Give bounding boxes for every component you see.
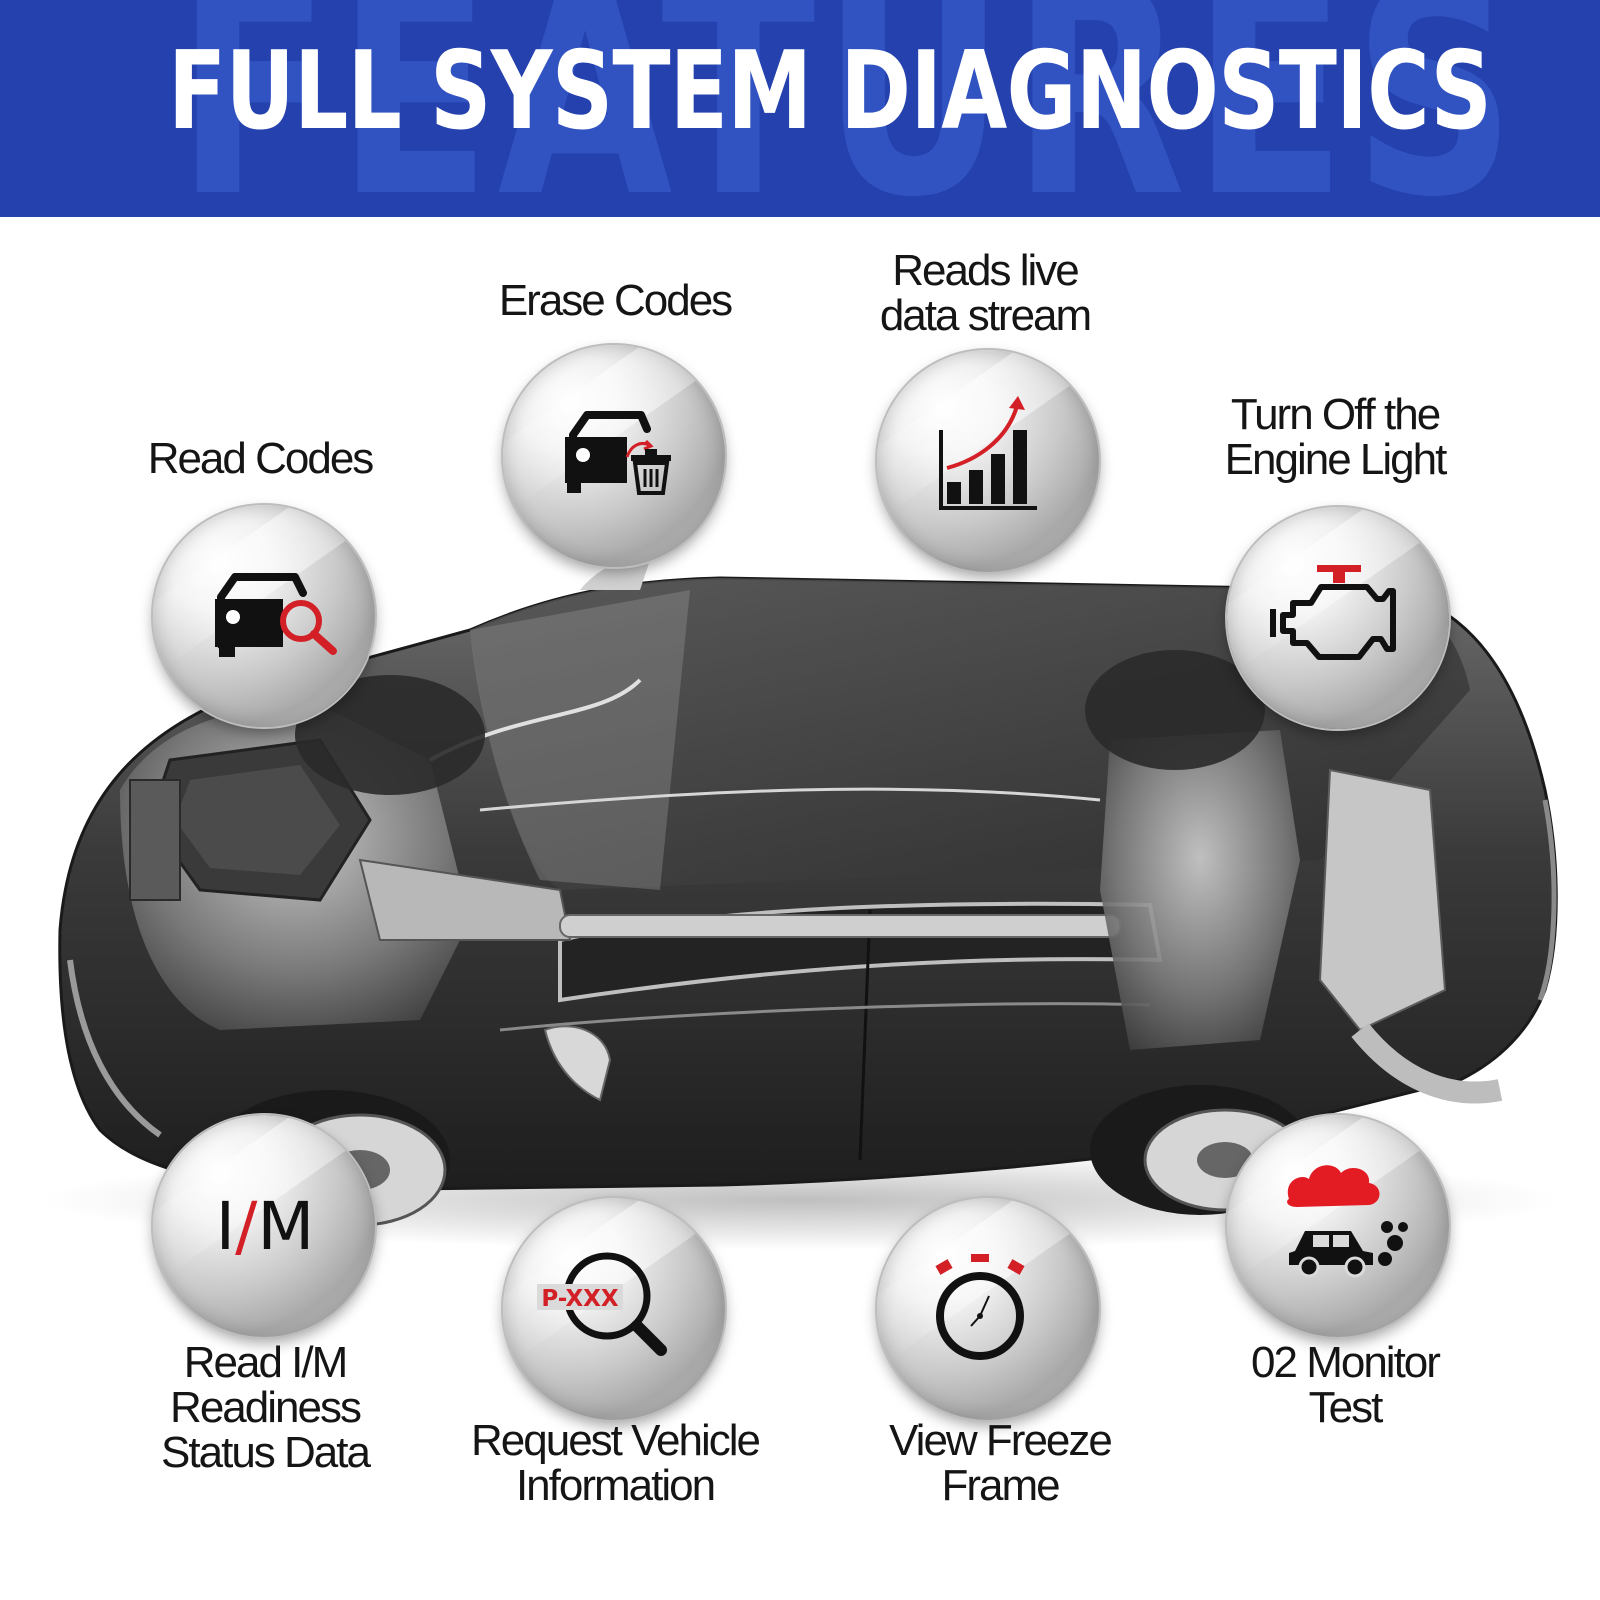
check-engine-icon	[1270, 565, 1396, 660]
freeze-frame-label: View Freeze Frame	[889, 1416, 1113, 1510]
banner-watermark: FEATURES	[176, 0, 1523, 217]
erase-codes-badge	[503, 345, 725, 567]
engine-light-label: Turn Off the Engine Light	[1224, 390, 1448, 484]
freeze-frame-badge	[877, 1198, 1099, 1420]
header-banner: FEATURES FULL SYSTEM DIAGNOSTICS	[0, 0, 1600, 217]
code-magnifier-icon: P-XXX	[537, 1252, 667, 1356]
car-magnifier-icon	[215, 573, 337, 657]
im-text-icon: I/M	[215, 1187, 315, 1265]
bar-chart-trend-icon	[939, 396, 1037, 510]
vehicle-info-badge: P-XXX	[503, 1198, 725, 1420]
exhaust-cloud-car-icon	[1287, 1165, 1408, 1278]
read-codes-label: Read Codes	[147, 434, 375, 483]
im-readiness-badge: I/M	[153, 1115, 375, 1337]
read-codes-badge	[153, 505, 375, 727]
car-cutaway-illustration	[40, 560, 1560, 1250]
o2-monitor-label: 02 Monitor Test	[1251, 1338, 1441, 1432]
im-readiness-label: Read I/M Readiness Status Data	[161, 1338, 371, 1477]
live-data-badge	[877, 350, 1099, 572]
car-trash-icon	[565, 411, 671, 495]
erase-codes-label: Erase Codes	[498, 276, 733, 325]
vehicle-info-label: Request Vehicle Information	[471, 1416, 761, 1510]
o2-monitor-badge	[1227, 1115, 1449, 1337]
stopwatch-icon	[935, 1254, 1025, 1360]
p-code-text: P-XXX	[541, 1286, 619, 1312]
engine-light-badge	[1227, 507, 1449, 729]
page-title: FULL SYSTEM DIAGNOSTICS	[168, 29, 1492, 154]
live-data-label: Reads live data stream	[879, 246, 1092, 340]
